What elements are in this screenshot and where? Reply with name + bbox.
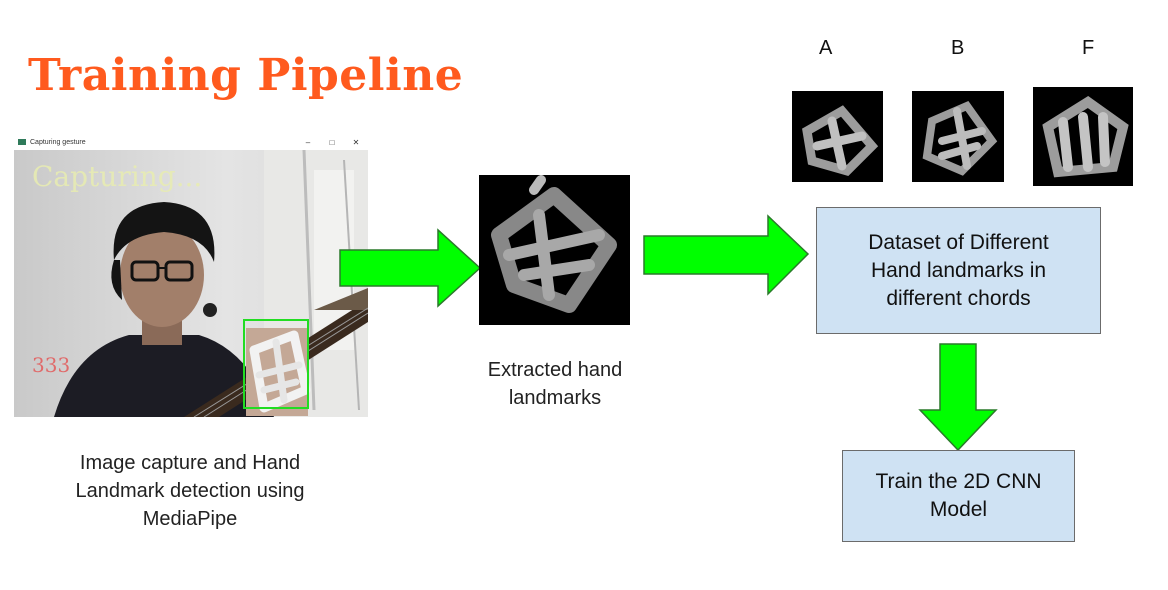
chord-label-b: B xyxy=(951,37,965,59)
window-app-icon xyxy=(18,139,26,145)
hand-landmark-overlay xyxy=(246,328,311,416)
capture-caption: Image capture and Hand Landmark detectio… xyxy=(75,452,305,530)
chord-label-a: A xyxy=(819,37,833,59)
dataset-box: Dataset of Different Hand landmarks in d… xyxy=(816,207,1101,334)
dataset-box-text: Dataset of Different Hand landmarks in d… xyxy=(868,230,1049,310)
chord-sample-b xyxy=(912,91,1004,182)
train-model-box-text: Train the 2D CNN Model xyxy=(875,470,1042,521)
capture-window-screenshot: Capturing gesture – □ ✕ xyxy=(14,134,368,417)
arrow-right-1 xyxy=(339,228,482,308)
train-model-box: Train the 2D CNN Model xyxy=(842,450,1075,542)
maximize-icon[interactable]: □ xyxy=(329,137,335,147)
minimize-icon[interactable]: – xyxy=(305,137,311,147)
extracted-caption: Extracted hand landmarks xyxy=(487,359,623,409)
chord-sample-f xyxy=(1033,87,1133,186)
extracted-landmarks-image xyxy=(479,175,630,325)
capturing-overlay-text: Capturing... xyxy=(32,160,202,193)
window-title: Capturing gesture xyxy=(30,138,86,146)
webcam-frame: Capturing... 333 xyxy=(14,150,368,417)
page-title: Training Pipeline xyxy=(28,50,464,101)
frame-counter: 333 xyxy=(32,353,70,377)
close-icon[interactable]: ✕ xyxy=(352,137,360,147)
arrow-right-2 xyxy=(643,214,810,296)
chord-sample-a xyxy=(792,91,883,182)
chord-label-f: F xyxy=(1082,37,1095,59)
window-titlebar: Capturing gesture – □ ✕ xyxy=(14,134,368,150)
arrow-down xyxy=(918,343,998,452)
detection-box xyxy=(243,319,309,409)
